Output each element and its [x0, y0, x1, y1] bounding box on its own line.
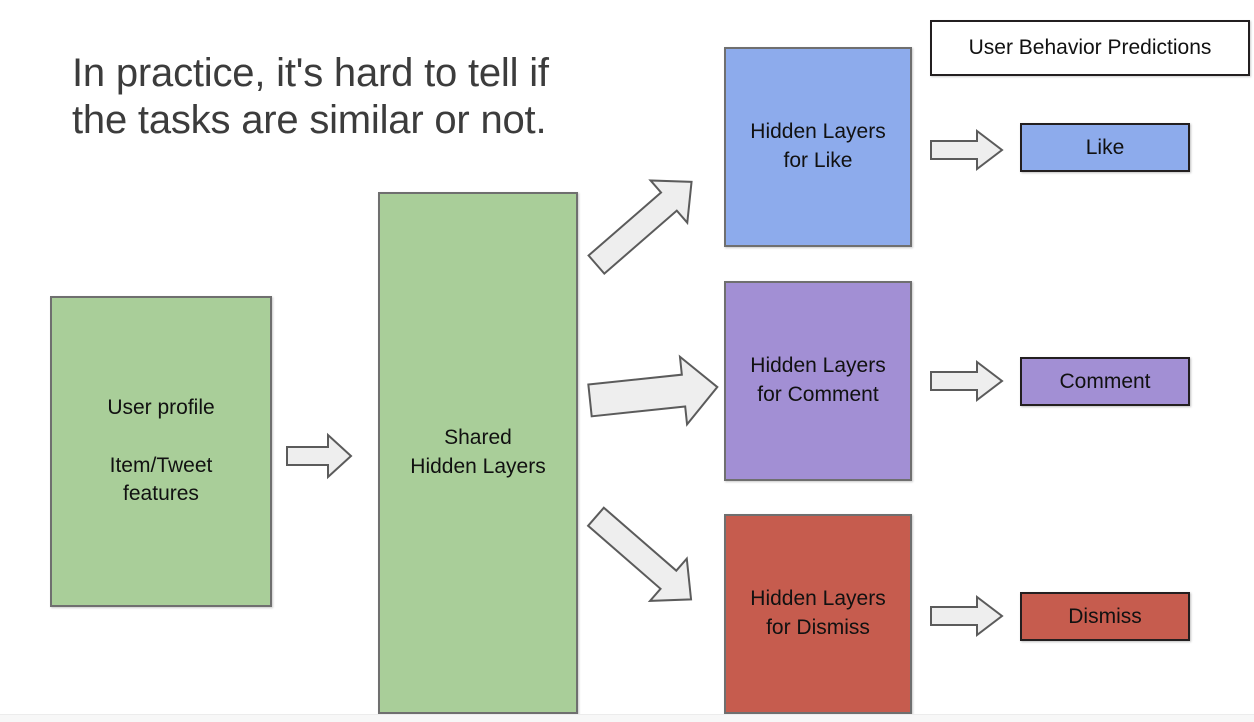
- output-label-comment: Comment: [1020, 357, 1190, 406]
- page-bottom-edge: [0, 714, 1254, 722]
- block-arrow-down-right-icon-shared-to-dismiss: [586, 506, 712, 618]
- block-arrow-right-icon-comment-to-output: [930, 359, 1004, 403]
- node-hidden-layers-comment: Hidden Layers for Comment: [724, 281, 912, 481]
- block-arrow-right-icon-like-to-output: [930, 128, 1004, 172]
- block-arrow-up-right-icon-shared-to-like: [587, 162, 712, 276]
- block-arrow-right-icon-dismiss-to-output: [930, 594, 1004, 638]
- block-arrow-right-icon-input-to-shared: [286, 432, 353, 480]
- legend-user-behavior-predictions: User Behavior Predictions: [930, 20, 1250, 76]
- node-hidden-layers-like: Hidden Layers for Like: [724, 47, 912, 247]
- output-label-dismiss: Dismiss: [1020, 592, 1190, 641]
- node-shared-hidden-layers: Shared Hidden Layers: [378, 192, 578, 714]
- block-arrow-right-icon-shared-to-comment: [587, 354, 722, 427]
- page-title: In practice, it's hard to tell if the ta…: [72, 51, 549, 143]
- node-input-features: User profile Item/Tweet features: [50, 296, 272, 607]
- output-label-like: Like: [1020, 123, 1190, 172]
- node-hidden-layers-dismiss: Hidden Layers for Dismiss: [724, 514, 912, 714]
